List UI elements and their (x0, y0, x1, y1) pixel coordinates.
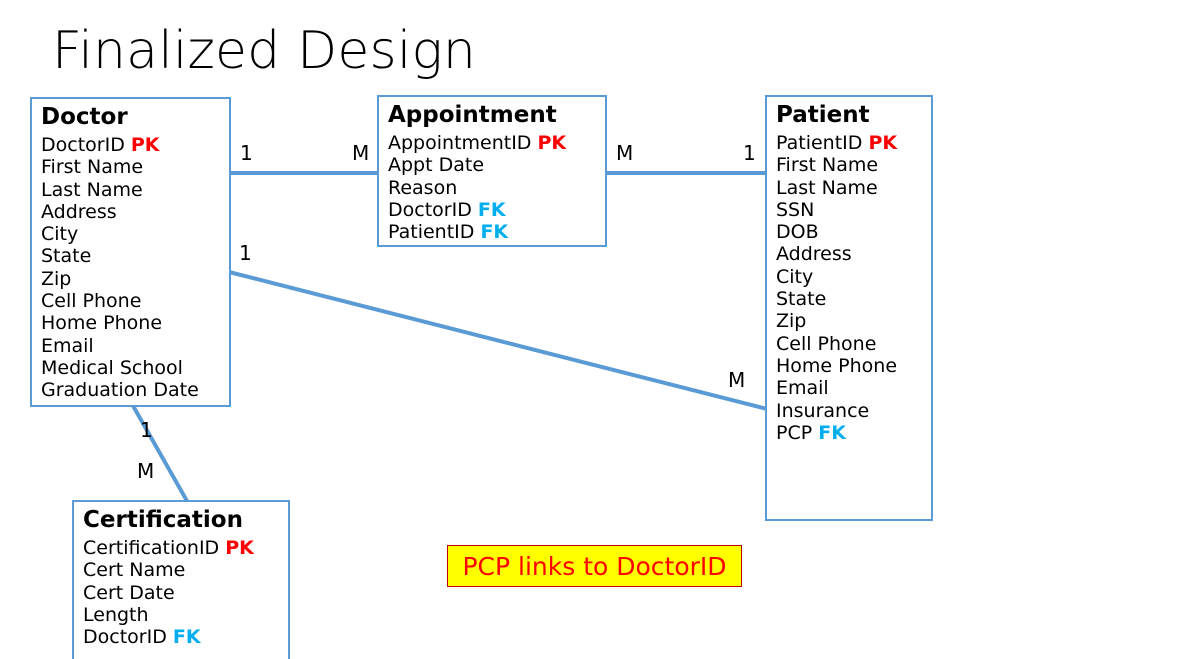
attribute-name: CertificationID (83, 536, 220, 559)
cardinality-doctor-certification-to: M (137, 459, 155, 483)
attribute-row: AppointmentID PK (388, 132, 605, 154)
attribute-row: CertificationID PK (83, 537, 288, 559)
attribute-row: Address (776, 243, 852, 266)
entity-doctor[interactable]: Doctor DoctorID PK First Name Last Name … (30, 97, 231, 407)
attribute-row: Zip (776, 310, 807, 333)
entity-title: Patient (776, 102, 870, 128)
attribute-name: DoctorID (41, 133, 125, 156)
attribute-name: AppointmentID (388, 131, 532, 154)
attribute-row: Cell Phone (41, 290, 142, 313)
cardinality-doctor-appointment-to: M (352, 141, 370, 165)
fk-badge: FK (477, 198, 506, 221)
pk-badge: PK (130, 133, 160, 156)
cardinality-doctor-appointment-from: 1 (240, 141, 253, 165)
entity-patient[interactable]: Patient PatientID PK First Name Last Nam… (765, 95, 933, 521)
cardinality-doctor-certification-from: 1 (140, 418, 153, 442)
entity-certification[interactable]: Certification CertificationID PK Cert Na… (72, 500, 290, 659)
attribute-row: DoctorID PK (41, 134, 229, 156)
attribute-row: Address (41, 200, 117, 223)
attribute-row: City (41, 223, 79, 246)
cardinality-doctor-patient-from: 1 (239, 241, 252, 265)
attribute-name: PatientID (776, 131, 863, 154)
fk-badge: FK (818, 421, 846, 444)
pk-badge: PK (868, 131, 898, 154)
attribute-row: Cert Date (83, 581, 175, 604)
attribute-row: First Name (776, 154, 879, 177)
attribute-row: Email (776, 377, 829, 400)
attribute-row: Home Phone (776, 355, 898, 378)
attribute-row: Last Name (41, 178, 143, 201)
attribute-name: DoctorID (388, 198, 472, 221)
attribute-row: City (776, 265, 814, 288)
page-title: Finalized Design (52, 21, 477, 81)
cardinality-appointment-patient-to: 1 (743, 141, 756, 165)
attribute-row: State (776, 288, 827, 311)
attribute-row: PCP FK (776, 422, 931, 444)
fk-badge: FK (172, 626, 201, 649)
attribute-name: PatientID (388, 221, 475, 244)
attribute-row: Insurance (776, 399, 870, 422)
attribute-row: Appt Date (388, 154, 485, 177)
fk-badge: FK (480, 221, 509, 244)
connector-doctor-certification (130, 403, 189, 502)
connector-doctor-patient (228, 270, 768, 411)
attribute-row: Cell Phone (776, 332, 877, 355)
cardinality-doctor-patient-to: M (728, 368, 746, 392)
attribute-row: Cert Name (83, 559, 186, 582)
attribute-row: Length (83, 603, 149, 626)
attribute-row: First Name (41, 156, 144, 179)
attribute-row: State (41, 245, 92, 268)
entity-appointment[interactable]: Appointment AppointmentID PK Appt Date R… (377, 95, 607, 247)
attribute-row: Reason (388, 176, 458, 199)
cardinality-appointment-patient-from: M (616, 141, 634, 165)
attribute-row: DoctorID FK (83, 626, 288, 648)
attribute-row: SSN (776, 198, 815, 221)
attribute-row: DoctorID FK (388, 199, 605, 221)
attribute-row: Home Phone (41, 312, 163, 335)
entity-title: Certification (83, 507, 243, 533)
attribute-row: Last Name (776, 176, 878, 199)
callout-note: PCP links to DoctorID (447, 545, 742, 587)
entity-title: Appointment (388, 102, 557, 128)
attribute-row: PatientID PK (776, 132, 931, 154)
pk-badge: PK (537, 131, 567, 154)
attribute-row: Graduation Date (41, 379, 199, 402)
attribute-row: PatientID FK (388, 221, 605, 243)
attribute-row: Zip (41, 267, 72, 290)
attribute-name: DoctorID (83, 626, 167, 649)
attribute-row: Medical School (41, 357, 183, 380)
entity-title: Doctor (41, 104, 128, 130)
attribute-row: DOB (776, 221, 819, 244)
pk-badge: PK (225, 536, 254, 559)
attribute-row: Email (41, 334, 94, 357)
attribute-name: PCP (776, 421, 813, 444)
